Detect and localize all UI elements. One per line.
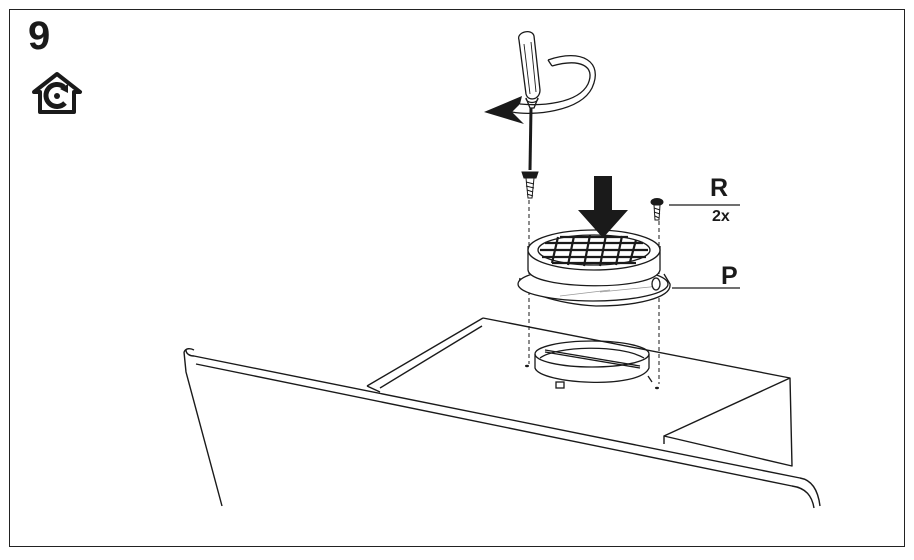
screw-label: R (710, 174, 729, 202)
adapter-ring (534, 340, 653, 389)
grease-filter (517, 229, 671, 307)
alignment-lines (528, 200, 660, 384)
callout-leaders (669, 204, 740, 289)
filter-label: P (721, 262, 738, 290)
filter-mesh (540, 234, 648, 267)
mounting-holes (525, 364, 659, 390)
screw-quantity-label: 2x (712, 208, 730, 225)
rotation-arrow (484, 55, 596, 124)
recirculation-mode-icon (32, 72, 82, 114)
cooker-hood (183, 317, 821, 509)
figure-frame (9, 9, 905, 547)
step-number: 9 (28, 14, 51, 58)
screw-on-driver (521, 171, 539, 199)
push-down-arrow (578, 176, 628, 238)
screw-r (650, 198, 664, 221)
screwdriver (518, 30, 541, 171)
